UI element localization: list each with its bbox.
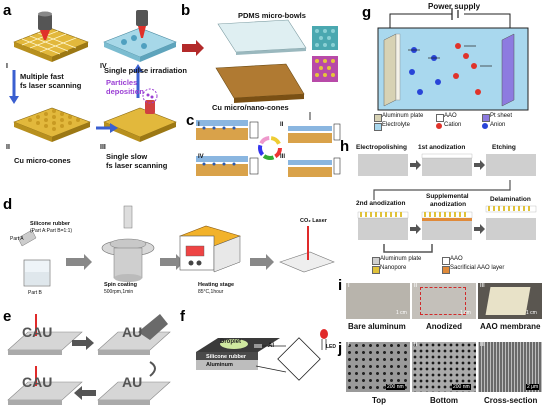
g-power-supply: Power supply [428, 2, 480, 11]
a-roman-II: II [6, 144, 10, 151]
i-roman-iii: iii [480, 282, 485, 289]
h-legend-nanopore: Nanopore [380, 265, 406, 271]
e-tile-3: CAU [22, 374, 52, 390]
f-silicone: Silicone rubber [206, 354, 246, 360]
g-legend-swatch-aao [436, 114, 444, 122]
j-scale-1: 200 nm [386, 384, 405, 390]
d-heat-line1: Heating stage [198, 282, 234, 288]
i-caption-bare: Bare aluminum [348, 322, 406, 331]
panel-label-g: g [362, 4, 371, 21]
d-spin-line1: Spin coating [104, 282, 137, 288]
i-caption-aao: AAO membrane [480, 322, 540, 331]
d-silicone-line2: (Part A:Part B=1:1) [30, 228, 72, 234]
g-legend-swatch-cation [436, 123, 442, 129]
g-legend-swatch-pt [482, 114, 490, 122]
h-legend-aao: AAO [450, 256, 463, 262]
g-legend-aao: AAO [444, 113, 457, 119]
j-roman-ii: ii [414, 341, 417, 348]
g-legend-swatch-anion [482, 123, 488, 129]
a-step-I-line1: Multiple fast [20, 72, 64, 81]
e-tile-4: AU [122, 374, 142, 390]
panel-g-drawing [374, 0, 544, 130]
h-step-electropolishing: Electropolishing [356, 144, 407, 151]
j-roman-iii: iii [480, 341, 485, 348]
g-legend-swatch-aluminum [374, 114, 382, 122]
g-legend-anion: Anion [490, 122, 505, 128]
g-legend-pt: Pt sheet [490, 113, 512, 119]
c-roman-III: III [280, 154, 285, 160]
h-step-2nd-anodization: 2nd anodization [356, 200, 405, 207]
f-aluminum: Aluminum [206, 362, 233, 368]
panel-f-drawing [184, 314, 334, 406]
a-particles-line2: deposition [106, 87, 144, 96]
f-al: Al [268, 343, 274, 349]
panel-c-drawing [192, 118, 342, 193]
h-step-etching: Etching [492, 144, 516, 151]
a-roman-III: III [100, 144, 106, 151]
g-legend-cation: Cation [444, 122, 461, 128]
h-legend: Aluminum plate AAO Nanopore Sacrificial … [372, 257, 542, 275]
a-particles-line1: Particles [106, 78, 137, 87]
a-label-II: Cu micro-cones [14, 156, 71, 165]
e-tile-2: AU [122, 324, 142, 340]
d-laser: CO₂ Laser [300, 218, 327, 224]
c-roman-I: I [198, 122, 200, 128]
g-legend-aluminum: Aluminum plate [382, 113, 423, 119]
h-legend-swatch-nanopore [372, 266, 380, 274]
i-roman-i: i [348, 282, 350, 289]
f-led: LED [326, 344, 336, 350]
j-scale-2: 200 nm [452, 384, 471, 390]
j-caption-bottom: Bottom [430, 396, 458, 405]
j-caption-top: Top [372, 396, 386, 405]
j-roman-i: i [348, 341, 350, 348]
d-silicone-line1: Silicone rubber [30, 221, 70, 227]
h-legend-swatch-sacrificial [442, 266, 450, 274]
j-caption-cross: Cross-section [484, 396, 537, 405]
i-scale-1: 1 cm [396, 310, 407, 316]
h-step-1st-anodization: 1st anodization [418, 144, 465, 151]
i-scale-2: 1 cm [460, 310, 471, 316]
a-label-III-line1: Single slow [106, 152, 147, 161]
e-tile-1: CAU [22, 324, 52, 340]
h-step-delamination: Delamination [490, 196, 531, 203]
j-scale-3: 2 μm [526, 384, 539, 390]
h-legend-sacrificial: Sacrificial AAO layer [450, 265, 504, 271]
a-label-III-line2: fs laser scanning [106, 161, 167, 170]
g-legend-electrolyte: Electrolyte [382, 122, 410, 128]
a-roman-I: I [6, 63, 8, 70]
i-caption-anodized: Anodized [426, 322, 462, 331]
h-step-supplemental-line1: Supplemental [426, 193, 469, 200]
i-scale-3: 1 cm [526, 310, 537, 316]
a-step-I-line2: fs laser scanning [20, 81, 81, 90]
i-aao-sheet [486, 287, 531, 315]
h-legend-swatch-aao [442, 257, 450, 265]
b-bottom-label: Cu micro/nano-cones [212, 103, 289, 112]
a-label-IV: Single pulse irradiation [104, 66, 187, 75]
h-legend-aluminum: Aluminum plate [380, 256, 421, 262]
c-roman-IV: IV [198, 154, 204, 160]
b-top-label: PDMS micro-bowls [238, 11, 306, 20]
d-partA: Part A [10, 236, 24, 242]
panel-d-drawing [0, 196, 340, 306]
i-roman-ii: ii [414, 282, 417, 289]
c-roman-II: II [280, 122, 283, 128]
g-legend-swatch-electrolyte [374, 123, 382, 131]
f-droplet: Droplet [220, 339, 241, 345]
h-step-supplemental-line2: anodization [430, 201, 466, 208]
d-partB: Part B [28, 290, 42, 296]
h-legend-swatch-aluminum [372, 257, 380, 265]
g-legend: Aluminum plate AAO Pt sheet Electrolyte … [374, 114, 544, 140]
d-spin-line2: 500rpm,1min [104, 289, 133, 295]
d-heat-line2: 85°C,1hour [198, 289, 223, 295]
panel-label-j: j [338, 340, 342, 357]
